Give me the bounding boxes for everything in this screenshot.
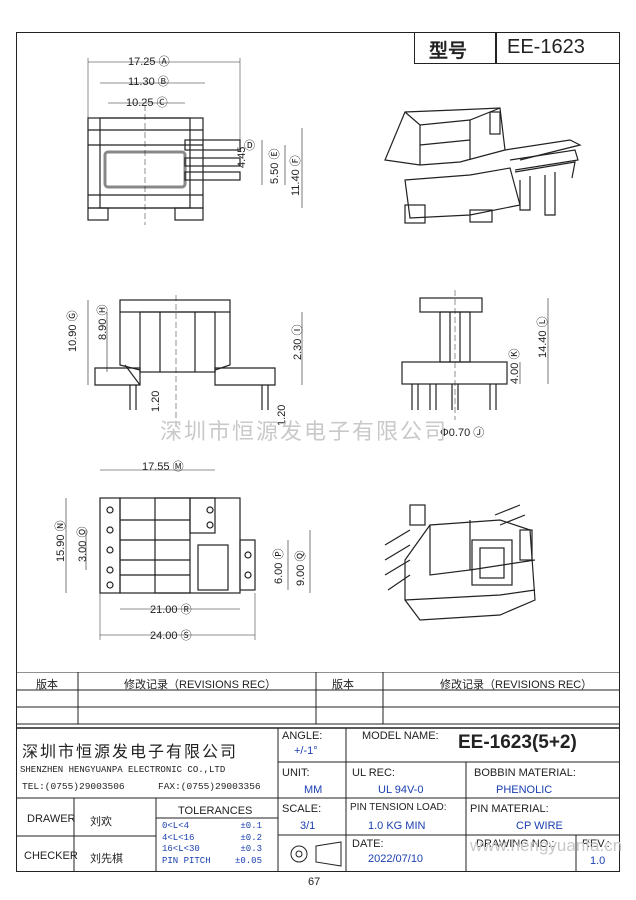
tol-value: ±0.05 (234, 855, 262, 866)
model-value: EE-1623 (507, 36, 585, 58)
model-name-label: MODEL NAME: (362, 730, 439, 742)
watermark-url: www.hengyuanfa.cn (470, 836, 623, 855)
tol-range: 0<L<4 (162, 821, 190, 831)
iso-view-top (384, 107, 582, 224)
angle-value: +/-1° (294, 745, 318, 757)
tol-range: 16<L<30 (162, 844, 200, 854)
tol-row: 16<L<30 ±0.3 (162, 844, 262, 856)
pin-material-label: PIN MATERIAL: (470, 803, 549, 815)
dim-e: 4.45 (236, 146, 248, 168)
rev-left-version-header: 版本 (36, 679, 58, 691)
drawing-frame (16, 32, 620, 872)
side-view (401, 290, 549, 420)
iso-view-bottom (384, 504, 536, 621)
watermark-text: 深圳市恒源发电子有限公司 (160, 420, 449, 445)
angle-label: ANGLE: (282, 730, 323, 742)
model-name-value: EE-1623(5+2) (458, 732, 577, 753)
unit-label: UNIT: (282, 767, 310, 779)
bobbin-material-value: PHENOLIC (496, 784, 553, 796)
dim-q: 9.00 Ⓠ (295, 550, 307, 586)
drawer-value: 刘欢 (90, 816, 112, 828)
rev-left-record-header: 修改记录（REVISIONS REC） (124, 679, 277, 691)
unit-value: MM (304, 784, 323, 796)
checker-label: CHECKER (24, 850, 78, 862)
model-title-box: 型号 EE-1623 (414, 32, 620, 64)
scale-label: SCALE: (282, 803, 322, 815)
front-view (87, 295, 303, 430)
tol-value: ±0.3 (240, 844, 262, 854)
company-tel: TEL:(0755)29003506 (22, 781, 125, 792)
pin-tension-value: 1.0 KG MIN (368, 820, 426, 832)
bottom-view (65, 469, 311, 640)
ul-rec-label: UL REC: (352, 767, 395, 779)
model-label: 型号 (429, 41, 468, 62)
dim-i: 2.30 Ⓘ (292, 324, 304, 360)
bobbin-material-label: BOBBIN MATERIAL: (474, 767, 576, 779)
tol-range: 4<L<16 (162, 832, 195, 843)
tolerance-table: 0<L<4 ±0.1 4<L<16 ±0.2 16<L<30 ±0.3 PIN PIT… (162, 821, 262, 867)
date-label: DATE: (352, 838, 384, 850)
dim-k: 4.00 Ⓚ (509, 348, 521, 384)
dim-g: 10.90 Ⓖ (67, 310, 79, 352)
dim-n: 15.90 Ⓝ (55, 520, 67, 562)
dim-c: 10.25 Ⓒ (126, 97, 168, 109)
pin-material-value: CP WIRE (516, 820, 563, 832)
dim-r: 21.00 Ⓡ (150, 604, 192, 616)
company-en: SHENZHEN HENGYUANPA ELECTRONIC CO.,LTD (20, 765, 226, 775)
ul-rec-value: UL 94V-0 (378, 784, 424, 796)
dim-h: 8.90 Ⓗ (97, 304, 109, 340)
scale-value: 3/1 (300, 820, 316, 832)
tol-row: 4<L<16 ±0.2 (162, 833, 262, 845)
page-number: 67 (308, 876, 321, 888)
drawer-label: DRAWER (27, 813, 76, 825)
company-fax: FAX:(0755)29003356 (158, 781, 261, 792)
top-view (87, 58, 303, 225)
tolerances-label: TOLERANCES (178, 805, 253, 817)
pin-tension-label: PIN TENSION LOAD: (350, 802, 447, 813)
tol-row: 0<L<4 ±0.1 (162, 821, 262, 833)
dim-m: 17.55 Ⓜ (142, 461, 184, 473)
rev-right-record-header: 修改记录（REVISIONS REC） (440, 679, 593, 691)
technical-drawing (65, 58, 582, 640)
drawing-no-label: DRAWING NO.: (476, 838, 555, 850)
dim-p: 6.00 Ⓟ (273, 548, 285, 584)
date-value: 2022/07/10 (368, 853, 424, 865)
tol-value: ±0.1 (240, 821, 262, 831)
title-block-grid (16, 672, 620, 872)
tol-row: PIN PITCH ±0.05 (162, 856, 262, 868)
checker-value: 刘先棋 (90, 853, 123, 865)
dim-pin: Φ0.70 Ⓙ (440, 427, 485, 439)
rev-right-version-header: 版本 (332, 679, 354, 691)
dim-s: 24.00 Ⓢ (150, 630, 192, 642)
dim-l: 14.40 Ⓛ (537, 316, 549, 358)
rev-label: REV.: (582, 838, 610, 850)
dim-a: 17.25 Ⓐ (128, 56, 170, 68)
dim-f: 5.50 Ⓔ (269, 148, 281, 184)
dim-j: 1.20 (150, 390, 162, 412)
title-divider (495, 33, 497, 63)
dim-o: 3.00 Ⓞ (77, 526, 89, 562)
dim-g-top: 11.40 Ⓕ (290, 155, 302, 196)
dim-b: 11.30 Ⓑ (128, 76, 169, 88)
dim-d: Ⓓ (244, 140, 255, 152)
tol-value: ±0.2 (240, 832, 262, 843)
tol-range: PIN PITCH (162, 855, 211, 866)
company-cn: 深圳市恒源发电子有限公司 (22, 744, 239, 761)
rev-value: 1.0 (590, 855, 606, 867)
